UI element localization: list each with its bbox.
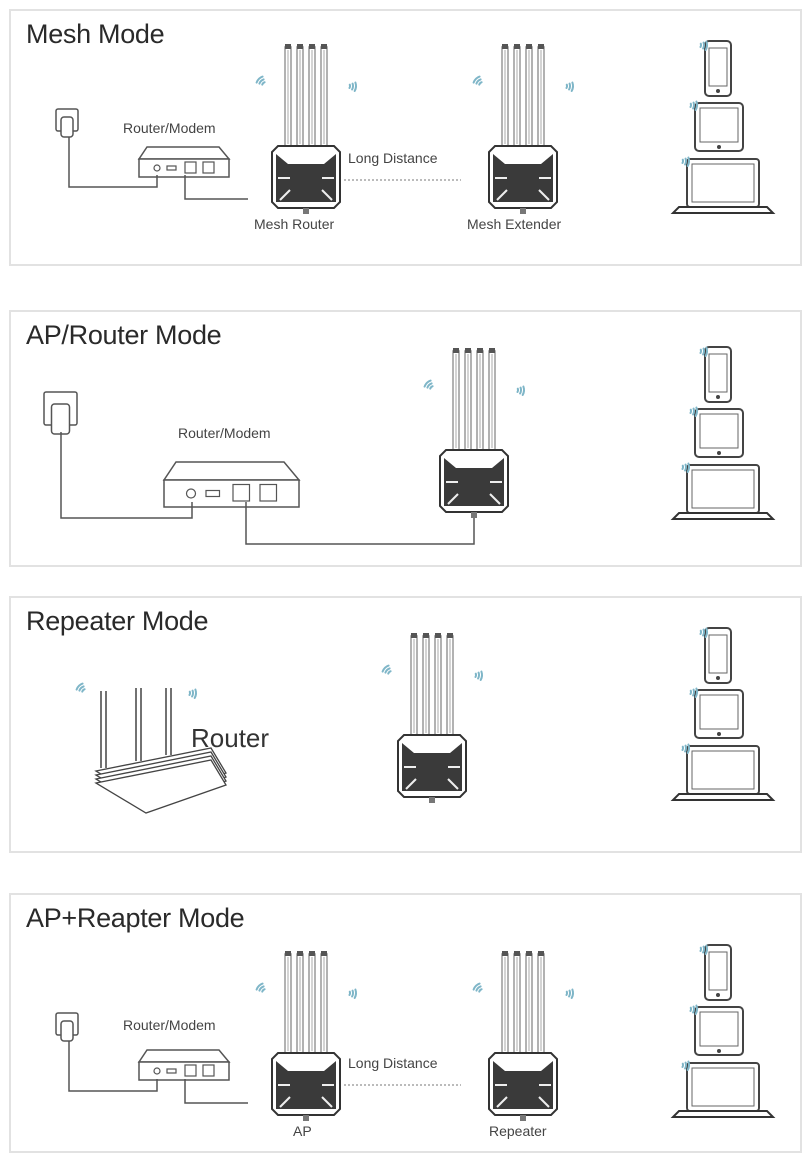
- router-label: Router: [191, 723, 270, 753]
- wifi-signal-icon: [423, 379, 434, 390]
- ap-repeater-mode-diagram: [55, 944, 776, 1121]
- client-devices: [670, 944, 776, 1118]
- laptop-icon: [670, 745, 776, 801]
- panel-ap-repeater-mode: AP+Reapter Mode Router/Modem Long Distan…: [9, 893, 802, 1153]
- laptop-icon: [670, 158, 776, 214]
- modem-icon: [137, 146, 231, 178]
- phone-icon: [704, 346, 732, 403]
- power-cable: [60, 432, 193, 519]
- ethernet-cable: [245, 502, 475, 545]
- mesh-router-label: Mesh Router: [254, 216, 335, 232]
- repeater-label: Repeater: [489, 1123, 547, 1139]
- wifi-signal-icon: [255, 75, 266, 86]
- wifi-signal-icon: [699, 346, 708, 357]
- ethernet-cable: [184, 175, 248, 200]
- wifi-signal-icon: [348, 988, 357, 999]
- client-devices: [670, 346, 776, 520]
- wifi-signal-icon: [472, 75, 483, 86]
- mesh-extender-label: Mesh Extender: [467, 216, 562, 232]
- wifi-signal-icon: [681, 462, 690, 473]
- outdoor-ap-icon: [381, 633, 483, 803]
- panel-repeater-mode: Repeater Mode Router: [9, 596, 802, 853]
- tablet-icon: [694, 1006, 744, 1056]
- wifi-signal-icon: [565, 988, 574, 999]
- wall-outlet-icon: [55, 108, 79, 138]
- power-cable: [68, 1041, 158, 1092]
- wifi-signal-icon: [699, 627, 708, 638]
- ethernet-cable: [184, 1079, 248, 1104]
- wifi-signal-icon: [681, 156, 690, 167]
- phone-icon: [704, 627, 732, 684]
- outdoor-ap-icon: [423, 348, 525, 518]
- phone-icon: [704, 40, 732, 97]
- wifi-signal-icon: [689, 687, 698, 698]
- modem-label: Router/Modem: [123, 120, 216, 136]
- panel-ap-router-mode: AP/Router Mode Router/Modem: [9, 310, 802, 567]
- wifi-signal-icon: [565, 81, 574, 92]
- outdoor-ap-icon: [255, 951, 357, 1121]
- phone-icon: [704, 944, 732, 1001]
- wall-outlet-icon: [43, 391, 78, 435]
- wifi-signal-icon: [75, 682, 86, 693]
- repeater-mode-diagram: [75, 627, 776, 814]
- wifi-signal-icon: [689, 406, 698, 417]
- wifi-signal-icon: [689, 100, 698, 111]
- modem-icon: [162, 461, 301, 508]
- panel-title: Repeater Mode: [26, 606, 209, 636]
- tablet-icon: [694, 408, 744, 458]
- modem-label: Router/Modem: [178, 425, 271, 441]
- wifi-signal-icon: [472, 982, 483, 993]
- long-distance-label: Long Distance: [348, 150, 438, 166]
- wifi-signal-icon: [689, 1004, 698, 1015]
- tablet-icon: [694, 689, 744, 739]
- ap-label: AP: [293, 1123, 312, 1139]
- client-devices: [670, 40, 776, 214]
- laptop-icon: [670, 1062, 776, 1118]
- wifi-signal-icon: [699, 40, 708, 51]
- wifi-signal-icon: [255, 982, 266, 993]
- power-cable: [68, 137, 158, 188]
- panel-title: AP/Router Mode: [26, 320, 222, 350]
- ap-router-mode-diagram: [43, 346, 776, 545]
- wifi-signal-icon: [348, 81, 357, 92]
- panel-title: Mesh Mode: [26, 19, 165, 49]
- home-router-icon: [75, 682, 227, 814]
- client-devices: [670, 627, 776, 801]
- tablet-icon: [694, 102, 744, 152]
- wifi-signal-icon: [681, 1060, 690, 1071]
- outdoor-ap-icon: [255, 44, 357, 214]
- wifi-signal-icon: [516, 385, 525, 396]
- wifi-signal-icon: [474, 670, 483, 681]
- laptop-icon: [670, 464, 776, 520]
- panel-mesh-mode: Mesh Mode Router/Modem Long Distance Mes…: [9, 9, 802, 266]
- long-distance-label: Long Distance: [348, 1055, 438, 1071]
- panel-title: AP+Reapter Mode: [26, 903, 245, 933]
- wifi-signal-icon: [381, 664, 392, 675]
- wifi-signal-icon: [699, 944, 708, 955]
- modem-icon: [137, 1049, 231, 1081]
- wifi-signal-icon: [681, 743, 690, 754]
- outdoor-ap-icon: [472, 951, 574, 1121]
- wall-outlet-icon: [55, 1012, 79, 1042]
- mesh-mode-diagram: [55, 40, 776, 214]
- wifi-signal-icon: [188, 688, 197, 699]
- modem-label: Router/Modem: [123, 1017, 216, 1033]
- outdoor-ap-icon: [472, 44, 574, 214]
